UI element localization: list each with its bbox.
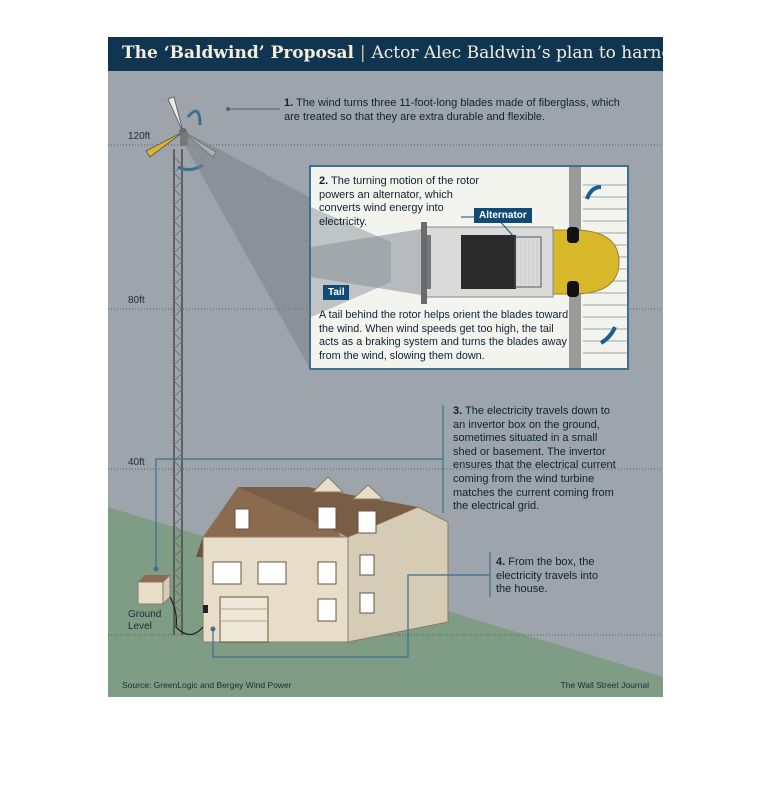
page-title: The ‘Baldwind’ Proposal | Actor Alec Bal… bbox=[122, 43, 663, 63]
title-separator: | bbox=[359, 43, 366, 63]
title-bar: The ‘Baldwind’ Proposal | Actor Alec Bal… bbox=[108, 37, 663, 71]
step3-number: 3. bbox=[453, 405, 463, 417]
illustration bbox=[108, 96, 663, 697]
turbine-tower bbox=[173, 149, 183, 635]
publisher-credit: The Wall Street Journal bbox=[560, 680, 650, 690]
invertor-shed bbox=[137, 573, 171, 606]
infographic-panel: The ‘Baldwind’ Proposal | Actor Alec Bal… bbox=[108, 37, 663, 697]
step4-text: From the box, the electricity travels in… bbox=[496, 556, 599, 596]
title-main: The ‘Baldwind’ Proposal bbox=[122, 43, 354, 63]
step2-callout: 2. The turning motion of the rotor power… bbox=[319, 175, 489, 229]
tail-description: A tail behind the rotor helps orient the… bbox=[319, 309, 569, 362]
step2-number: 2. bbox=[319, 175, 329, 187]
step4-number: 4. bbox=[496, 556, 506, 568]
step3-callout: 3. The electricity travels down to an in… bbox=[453, 405, 623, 514]
step1-callout: 1. The wind turns three 11-foot-long bla… bbox=[284, 97, 624, 124]
step3-connector bbox=[155, 458, 443, 569]
zoom-wedge bbox=[186, 132, 309, 367]
house bbox=[196, 476, 449, 643]
tail-label: Tail bbox=[323, 285, 350, 300]
rotor-hub bbox=[550, 229, 620, 295]
height-label-80: 80ft bbox=[128, 295, 145, 306]
step2-text: The turning motion of the rotor powers a… bbox=[319, 175, 480, 228]
wire bbox=[169, 596, 204, 636]
ground-level-label: Ground Level bbox=[128, 609, 162, 632]
alternator-inset: 2. The turning motion of the rotor power… bbox=[309, 165, 629, 370]
wind-arrow-icon bbox=[186, 109, 202, 126]
step4-connector bbox=[212, 574, 490, 658]
title-subtitle: Actor Alec Baldwin’s plan to harness win… bbox=[371, 43, 664, 63]
alternator-drawing bbox=[311, 167, 627, 368]
source-note: Source: GreenLogic and Bergey Wind Power bbox=[122, 680, 292, 690]
step1-text: The wind turns three 11-foot-long blades… bbox=[284, 97, 620, 123]
wind-out-arrow-icon bbox=[599, 326, 617, 345]
step4-callout: 4. From the box, the electricity travels… bbox=[496, 556, 606, 597]
alternator-label: Alternator bbox=[474, 208, 532, 223]
height-label-120: 120ft bbox=[128, 131, 151, 142]
step1-number: 1. bbox=[284, 97, 294, 109]
step3-text: The electricity travels down to an inver… bbox=[453, 405, 616, 513]
height-label-40: 40ft bbox=[128, 457, 145, 468]
wind-in-arrow-icon bbox=[585, 185, 602, 200]
